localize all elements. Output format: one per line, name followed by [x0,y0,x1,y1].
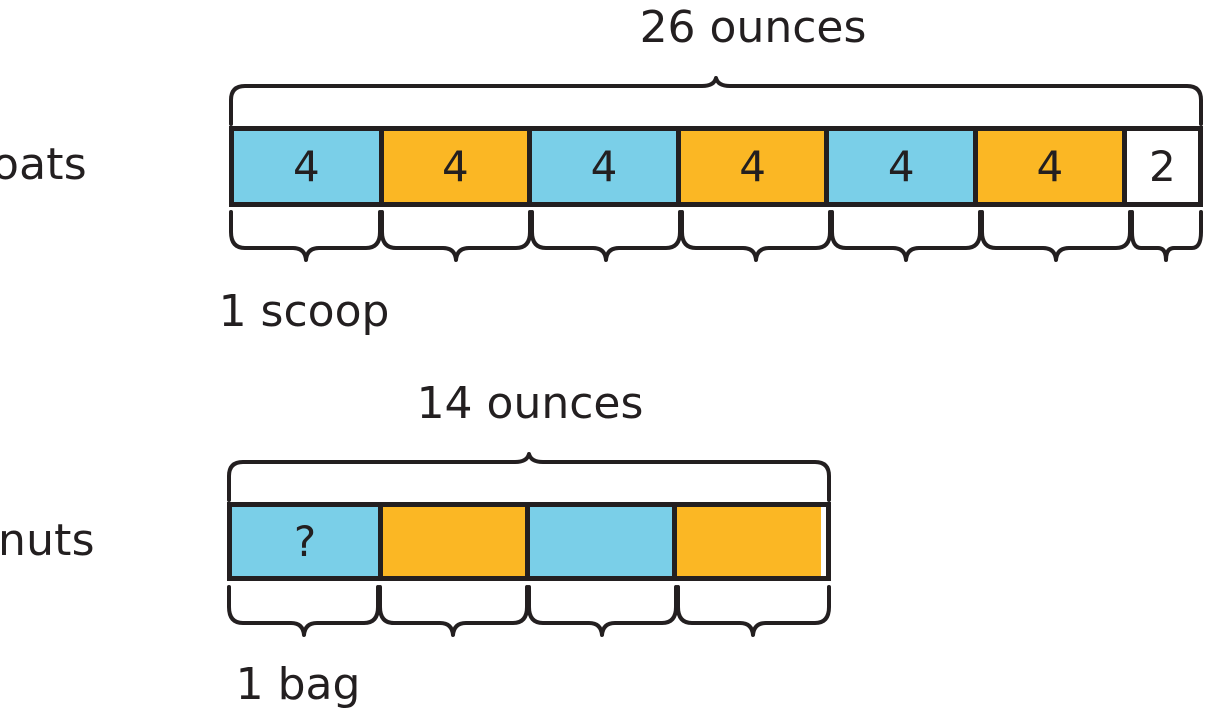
tape-cell-value: ? [293,516,317,566]
tape-cell-value: 2 [1148,141,1176,191]
tape-cell-value: 4 [1036,141,1064,191]
tape-cell-value: 4 [887,141,915,191]
tape-bar-oats: 4 4 4 4 4 4 2 [229,126,1203,207]
row-label-nuts: nuts [0,515,95,566]
total-label-nuts: 14 ounces [416,378,644,429]
tape-cell-value: 4 [590,141,618,191]
tape-bar-nuts: ? [227,502,831,581]
tape-cell-value: 4 [442,141,469,191]
tape-cell: 4 [234,131,384,202]
tape-cell [530,507,677,576]
total-brace-oats [229,76,1203,126]
unit-label-nuts: 1 bag [235,659,361,710]
tape-cell-value: 4 [292,141,320,191]
total-label-oats: 26 ounces [639,2,867,53]
tape-cell: 4 [978,131,1127,202]
unit-braces-nuts [227,585,831,637]
tape-cell-value: 4 [739,141,766,191]
unit-label-oats: 1 scoop [218,286,390,337]
tape-cell [677,507,821,576]
tape-cell: ? [232,507,383,576]
tape-cell [383,507,530,576]
tape-cell: 4 [680,131,830,202]
tape-cell: 4 [383,131,533,202]
row-label-oats: oats [0,139,87,190]
tape-cell: 4 [532,131,681,202]
unit-braces-oats [229,210,1203,262]
tape-cell: 4 [829,131,979,202]
total-brace-nuts [227,452,831,502]
tape-cell: 2 [1126,131,1198,202]
